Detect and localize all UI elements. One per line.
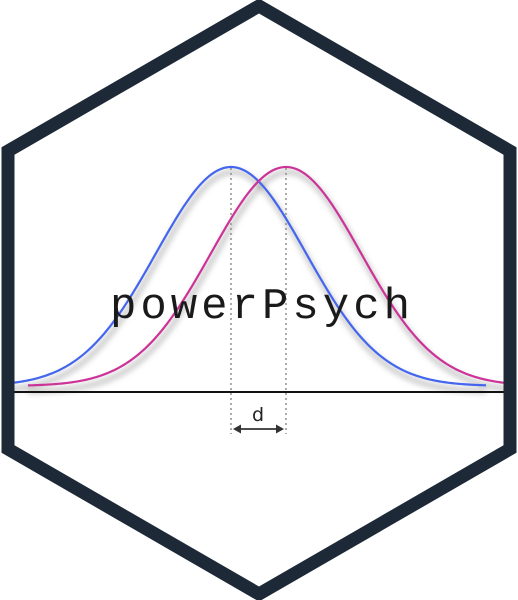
double-headed-arrow-icon [233,424,284,434]
alt-distribution-curve [27,165,510,387]
hexagon-background [8,6,510,594]
alt-curve-shadow [27,169,510,394]
package-name: powerPsych [110,282,414,332]
effect-size-label: d [252,404,264,426]
null-distribution-curve [8,165,487,387]
null-curve-shadow [8,169,487,394]
